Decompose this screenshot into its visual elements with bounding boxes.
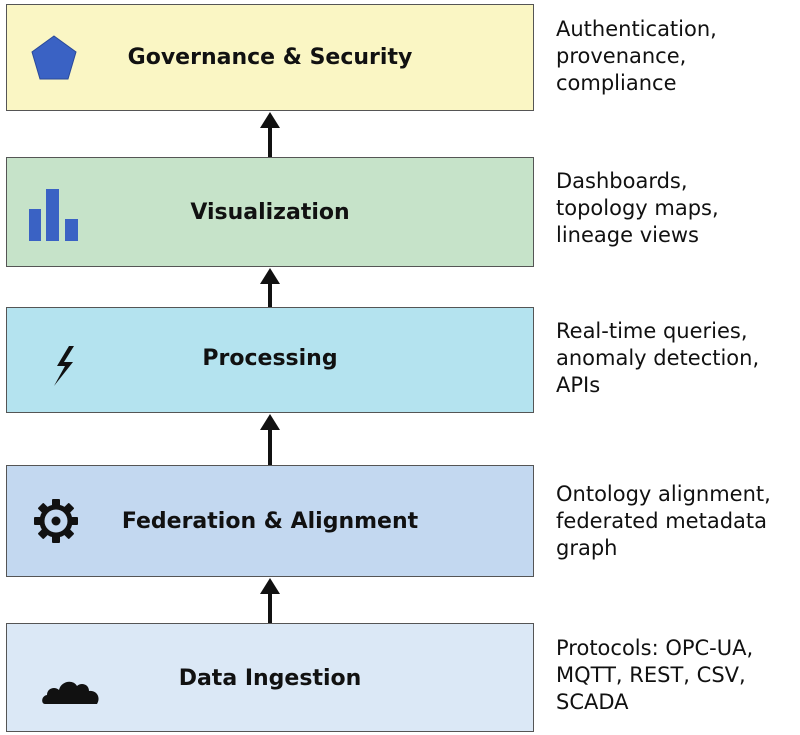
arrow-head xyxy=(260,578,280,594)
layer-title: Processing xyxy=(202,346,338,371)
description-line: Ontology alignment, xyxy=(556,482,771,506)
layer-title: Data Ingestion xyxy=(178,666,362,691)
description-line: Authentication, xyxy=(556,17,717,41)
description-line: APIs xyxy=(556,373,601,397)
arrow-head xyxy=(260,414,280,430)
description-line: graph xyxy=(556,536,618,560)
description-line: MQTT, REST, CSV, xyxy=(556,663,746,687)
description-processing: Real-time queries, anomaly detection, AP… xyxy=(556,318,796,399)
description-federation: Ontology alignment, federated metadata g… xyxy=(556,481,796,562)
gear-icon xyxy=(34,499,78,543)
description-line: Real-time queries, xyxy=(556,319,748,343)
description-line: provenance, xyxy=(556,44,687,68)
description-line: lineage views xyxy=(556,223,699,247)
description-line: federated metadata xyxy=(556,509,768,533)
layer-governance-security: Governance & Security xyxy=(6,4,534,111)
lightning-icon xyxy=(54,346,74,386)
arrow-head xyxy=(260,268,280,284)
layer-federation-alignment: Federation & Alignment xyxy=(6,465,534,577)
description-governance: Authentication, provenance, compliance xyxy=(556,16,796,97)
description-visualization: Dashboards, topology maps, lineage views xyxy=(556,168,796,249)
arrow-head xyxy=(260,112,280,128)
description-line: compliance xyxy=(556,71,677,95)
description-line: topology maps, xyxy=(556,196,719,220)
bar-chart-icon xyxy=(29,189,78,241)
description-line: SCADA xyxy=(556,690,629,714)
layer-data-ingestion: Data Ingestion xyxy=(6,623,534,732)
description-line: Dashboards, xyxy=(556,169,688,193)
description-ingestion: Protocols: OPC-UA, MQTT, REST, CSV, SCAD… xyxy=(556,635,796,716)
layer-title: Visualization xyxy=(190,200,350,225)
pentagon-icon xyxy=(31,35,77,80)
layer-processing: Processing xyxy=(6,307,534,413)
layer-title: Federation & Alignment xyxy=(121,509,419,534)
cloud-icon xyxy=(42,681,99,704)
description-line: Protocols: OPC-UA, xyxy=(556,636,754,660)
layer-title: Governance & Security xyxy=(127,45,413,70)
description-line: anomaly detection, xyxy=(556,346,760,370)
layer-visualization: Visualization xyxy=(6,157,534,267)
